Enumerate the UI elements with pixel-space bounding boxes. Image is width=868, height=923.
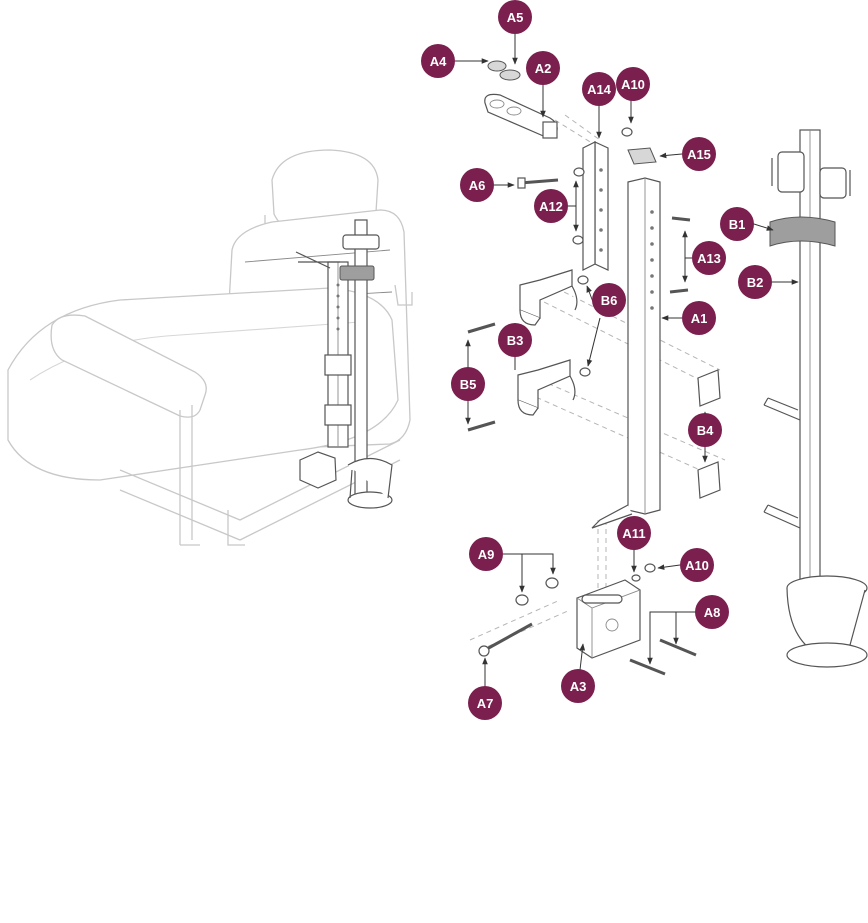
callout-pointers <box>455 34 799 686</box>
svg-text:B1: B1 <box>729 217 746 232</box>
callout-b5: B5 <box>451 367 485 401</box>
callout-a2: A2 <box>526 51 560 85</box>
seat-assembly-illustration <box>7 149 413 546</box>
holder-illustration <box>763 129 868 668</box>
callout-badges: A4 A5 A2 A14 A10 A15 A6 A12 A13 A1 B1 B2… <box>421 0 772 720</box>
callout-a13: A13 <box>692 241 726 275</box>
svg-text:B4: B4 <box>697 423 714 438</box>
svg-text:A10: A10 <box>685 558 709 573</box>
svg-text:A10: A10 <box>621 77 645 92</box>
callout-b6: B6 <box>592 283 626 317</box>
svg-text:A2: A2 <box>535 61 552 76</box>
callout-a12: A12 <box>534 189 568 223</box>
callout-a3: A3 <box>561 669 595 703</box>
callout-a9: A9 <box>469 537 503 571</box>
svg-text:B3: B3 <box>507 333 524 348</box>
svg-text:A14: A14 <box>587 82 612 97</box>
callout-a15: A15 <box>682 137 716 171</box>
callout-b1: B1 <box>720 207 754 241</box>
svg-text:A11: A11 <box>622 526 645 541</box>
callout-a11: A11 <box>617 516 651 550</box>
svg-text:A4: A4 <box>430 54 447 69</box>
callout-a8: A8 <box>695 595 729 629</box>
svg-text:A12: A12 <box>539 199 563 214</box>
callout-b4: B4 <box>688 413 722 447</box>
svg-text:A15: A15 <box>687 147 711 162</box>
svg-text:A7: A7 <box>477 696 494 711</box>
callout-b2: B2 <box>738 265 772 299</box>
callout-b3: B3 <box>498 323 532 357</box>
svg-text:A3: A3 <box>570 679 587 694</box>
callout-a5: A5 <box>498 0 532 34</box>
svg-text:A1: A1 <box>691 311 708 326</box>
svg-text:A9: A9 <box>478 547 495 562</box>
callout-a14: A14 <box>582 72 616 106</box>
svg-text:B6: B6 <box>601 293 618 308</box>
callout-a7: A7 <box>468 686 502 720</box>
svg-text:A8: A8 <box>704 605 721 620</box>
svg-text:A6: A6 <box>469 178 486 193</box>
svg-text:B2: B2 <box>747 275 764 290</box>
svg-text:A5: A5 <box>507 10 524 25</box>
callout-a10-bottom: A10 <box>680 548 714 582</box>
svg-text:A13: A13 <box>697 251 721 266</box>
callout-a4: A4 <box>421 44 455 78</box>
exploded-parts <box>467 60 726 676</box>
svg-text:B5: B5 <box>460 377 477 392</box>
callout-a6: A6 <box>460 168 494 202</box>
callout-a10-top: A10 <box>616 67 650 101</box>
callout-a1: A1 <box>682 301 716 335</box>
